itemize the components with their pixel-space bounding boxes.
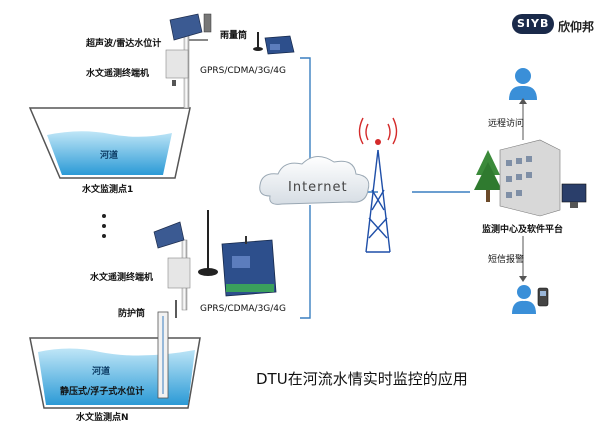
dtu-device-2 bbox=[198, 210, 277, 297]
dtu-device-1 bbox=[253, 32, 295, 55]
remote-user-icon bbox=[509, 68, 537, 100]
station-label-2: 水文监测点N bbox=[76, 413, 129, 423]
river-bank-2 bbox=[29, 337, 201, 409]
cell-tower-icon bbox=[358, 117, 398, 253]
network-label-1: GPRS/CDMA/3G/4G bbox=[200, 66, 287, 76]
river-bank-1 bbox=[28, 107, 191, 179]
more-stations-dots bbox=[102, 214, 106, 238]
ultrasonic-sensor-label: 超声波/雷达水位计 bbox=[86, 39, 162, 49]
brand-logo bbox=[512, 14, 554, 34]
brand-logo-mark: SIYB bbox=[517, 17, 550, 30]
river-label-1: 河道 bbox=[100, 151, 119, 161]
internet-cloud bbox=[259, 156, 370, 205]
water-level-sensor-label: 静压式/浮子式水位计 bbox=[60, 387, 145, 397]
terminal-box-icon bbox=[167, 257, 191, 289]
sms-user-icon bbox=[512, 285, 549, 314]
remote-access-label: 远程访问 bbox=[488, 119, 525, 129]
monitoring-center-icon bbox=[474, 139, 587, 217]
internet-label: Internet bbox=[288, 180, 348, 195]
terminal-label-2: 水文遥测终端机 bbox=[90, 273, 154, 283]
monitoring-station-2 bbox=[153, 221, 191, 399]
guard-tube-label: 防护筒 bbox=[118, 309, 146, 319]
solar-panel-icon bbox=[153, 221, 185, 249]
sms-alert-label: 短信报警 bbox=[488, 255, 525, 265]
rain-gauge-icon bbox=[203, 13, 212, 33]
solar-panel-icon bbox=[169, 13, 203, 41]
platform-label: 监测中心及软件平台 bbox=[482, 225, 564, 235]
river-label-2: 河道 bbox=[92, 367, 111, 377]
terminal-label-1: 水文遥测终端机 bbox=[86, 69, 150, 79]
brand-name: 欣仰邦 bbox=[558, 20, 595, 34]
network-label-2: GPRS/CDMA/3G/4G bbox=[200, 304, 287, 314]
diagram-caption: DTU在河流水情实时监控的应用 bbox=[256, 370, 468, 388]
terminal-box-icon bbox=[165, 49, 189, 79]
station-label-1: 水文监测点1 bbox=[82, 185, 134, 195]
rain-gauge-label: 雨量筒 bbox=[220, 31, 248, 41]
monitoring-station-1 bbox=[165, 13, 212, 109]
